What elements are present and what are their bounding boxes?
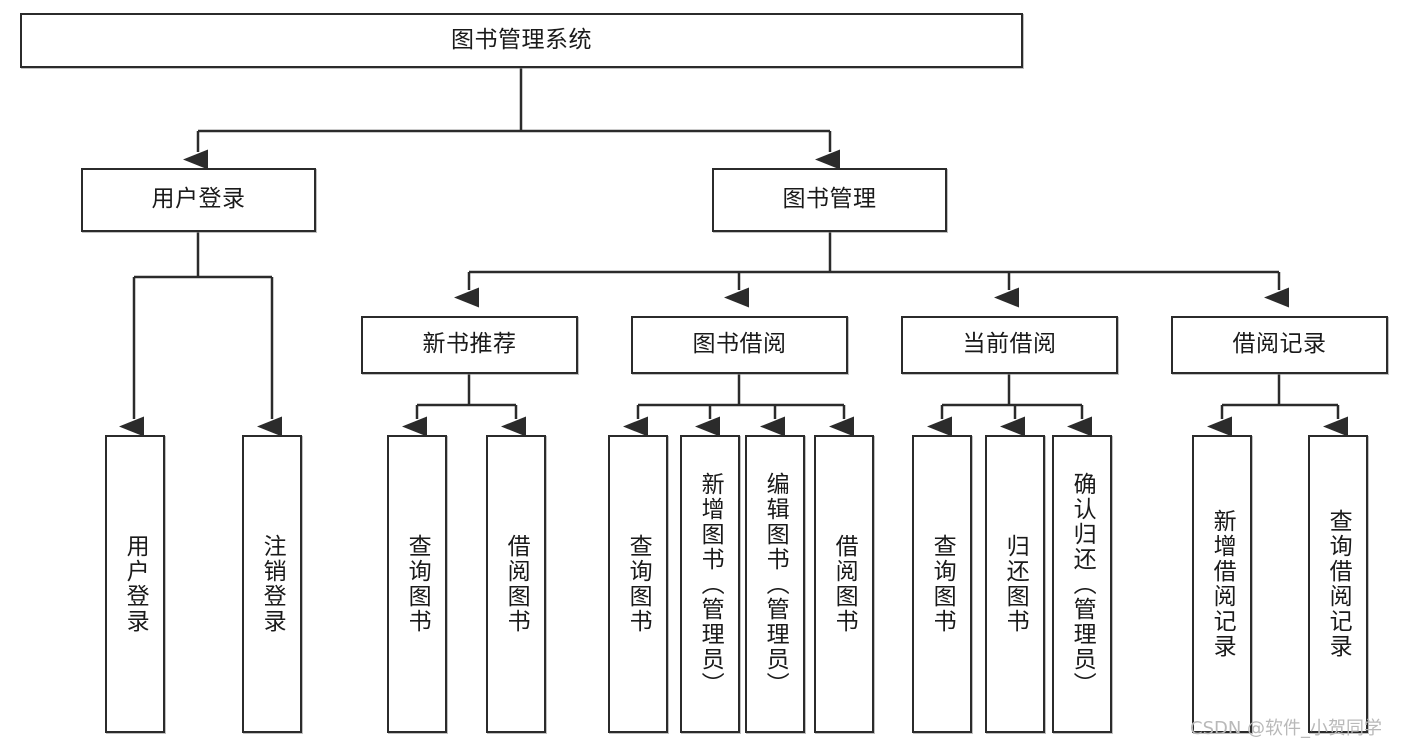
- node-leaf-user-login-label: 用户登录: [122, 534, 149, 634]
- csdn-watermark: CSDN @软件_小贺同学: [1190, 718, 1383, 739]
- node-borrow-records-label: 借阅记录: [1232, 331, 1327, 358]
- node-leaf-query-book-1[interactable]: 查询图书: [387, 435, 447, 733]
- node-user-login-label: 用户登录: [151, 186, 246, 213]
- node-leaf-return-book-label: 归还图书: [1002, 534, 1029, 634]
- node-root[interactable]: 图书管理系统: [20, 13, 1023, 68]
- node-leaf-query-record[interactable]: 查询借阅记录: [1308, 435, 1368, 733]
- node-new-book-recommend-label: 新书推荐: [422, 331, 517, 358]
- node-current-borrow-label: 当前借阅: [962, 331, 1057, 358]
- node-leaf-borrow-book-1-label: 借阅图书: [503, 534, 530, 634]
- node-leaf-borrow-book-2-label: 借阅图书: [831, 534, 858, 634]
- node-leaf-return-book[interactable]: 归还图书: [985, 435, 1045, 733]
- node-leaf-query-book-3-label: 查询图书: [929, 534, 956, 634]
- node-book-borrow-label: 图书借阅: [692, 331, 787, 358]
- node-leaf-user-logout-label: 注销登录: [259, 534, 286, 634]
- node-leaf-query-book-3[interactable]: 查询图书: [912, 435, 972, 733]
- node-new-book-recommend[interactable]: 新书推荐: [361, 316, 578, 374]
- node-root-label: 图书管理系统: [451, 26, 592, 53]
- node-leaf-add-book-label: 新增图书（管理员）: [697, 471, 724, 697]
- node-leaf-confirm-return-label: 确认归还（管理员）: [1069, 471, 1096, 697]
- node-leaf-confirm-return[interactable]: 确认归还（管理员）: [1052, 435, 1112, 733]
- node-leaf-user-logout[interactable]: 注销登录: [242, 435, 302, 733]
- node-leaf-add-record[interactable]: 新增借阅记录: [1192, 435, 1252, 733]
- node-book-manage[interactable]: 图书管理: [712, 168, 947, 232]
- node-book-manage-label: 图书管理: [782, 186, 877, 213]
- node-book-borrow[interactable]: 图书借阅: [631, 316, 848, 374]
- node-leaf-borrow-book-2[interactable]: 借阅图书: [814, 435, 874, 733]
- node-leaf-edit-book-label: 编辑图书（管理员）: [762, 471, 789, 697]
- node-leaf-query-book-1-label: 查询图书: [404, 534, 431, 634]
- node-leaf-add-record-label: 新增借阅记录: [1209, 509, 1236, 659]
- node-leaf-add-book[interactable]: 新增图书（管理员）: [680, 435, 740, 733]
- node-leaf-query-book-2[interactable]: 查询图书: [608, 435, 668, 733]
- node-borrow-records[interactable]: 借阅记录: [1171, 316, 1388, 374]
- node-leaf-edit-book[interactable]: 编辑图书（管理员）: [745, 435, 805, 733]
- node-leaf-user-login[interactable]: 用户登录: [105, 435, 165, 733]
- node-user-login[interactable]: 用户登录: [81, 168, 316, 232]
- node-leaf-borrow-book-1[interactable]: 借阅图书: [486, 435, 546, 733]
- node-current-borrow[interactable]: 当前借阅: [901, 316, 1118, 374]
- node-leaf-query-record-label: 查询借阅记录: [1325, 509, 1352, 659]
- node-leaf-query-book-2-label: 查询图书: [625, 534, 652, 634]
